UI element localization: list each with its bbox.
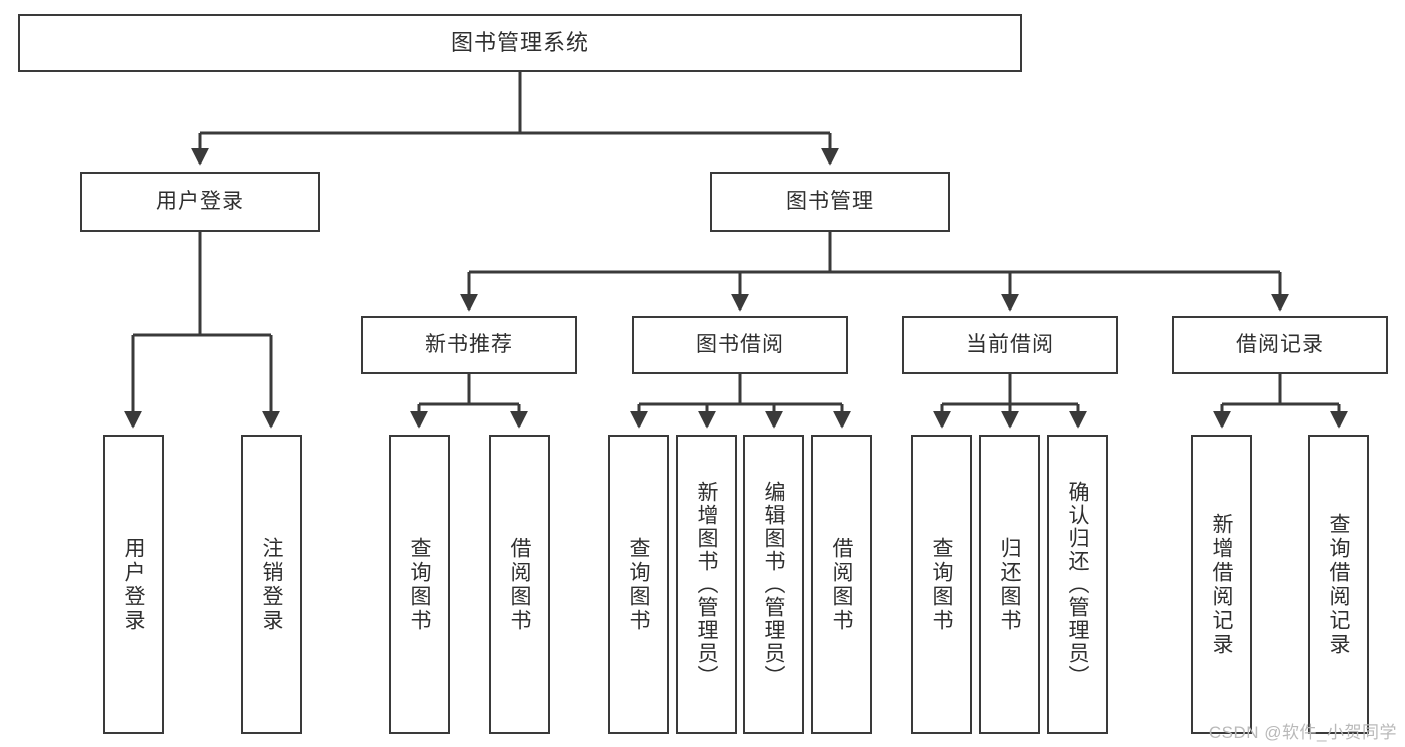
leaf-query-book-borrow[interactable]: 查询图书 — [608, 435, 669, 734]
node-label: 用户登录 — [156, 189, 244, 213]
node-label: 借阅图书 — [830, 536, 853, 633]
node-label: 借阅记录 — [1236, 332, 1324, 356]
node-label: 编辑图书（管理员） — [762, 481, 785, 688]
node-borrow-record[interactable]: 借阅记录 — [1172, 316, 1388, 374]
node-label: 图书借阅 — [696, 332, 784, 356]
node-label: 查询图书 — [627, 536, 650, 633]
node-label: 查询图书 — [408, 536, 431, 633]
leaf-query-borrow-record[interactable]: 查询借阅记录 — [1308, 435, 1369, 734]
leaf-add-borrow-record[interactable]: 新增借阅记录 — [1191, 435, 1252, 734]
node-user-login[interactable]: 用户登录 — [80, 172, 320, 232]
leaf-add-book-admin[interactable]: 新增图书（管理员） — [676, 435, 737, 734]
leaf-query-book-recommend[interactable]: 查询图书 — [389, 435, 450, 734]
node-label: 新增图书（管理员） — [695, 481, 718, 688]
leaf-borrow-book-recommend[interactable]: 借阅图书 — [489, 435, 550, 734]
node-label: 确认归还（管理员） — [1066, 481, 1089, 688]
node-new-book-recommend[interactable]: 新书推荐 — [361, 316, 577, 374]
node-label: 新书推荐 — [425, 332, 513, 356]
node-book-borrow[interactable]: 图书借阅 — [632, 316, 848, 374]
leaf-return-book[interactable]: 归还图书 — [979, 435, 1040, 734]
node-label: 借阅图书 — [508, 536, 531, 633]
leaf-user-login[interactable]: 用户登录 — [103, 435, 164, 734]
leaf-logout-login[interactable]: 注销登录 — [241, 435, 302, 734]
node-label: 注销登录 — [260, 536, 283, 633]
node-label: 图书管理 — [786, 189, 874, 213]
node-label: 归还图书 — [998, 536, 1021, 633]
leaf-edit-book-admin[interactable]: 编辑图书（管理员） — [743, 435, 804, 734]
node-root-book-management-system[interactable]: 图书管理系统 — [18, 14, 1022, 72]
leaf-borrow-book-borrow[interactable]: 借阅图书 — [811, 435, 872, 734]
node-current-borrow[interactable]: 当前借阅 — [902, 316, 1118, 374]
node-label: 当前借阅 — [966, 332, 1054, 356]
node-label: 查询图书 — [930, 536, 953, 633]
watermark-text: CSDN @软件_小贺同学 — [1208, 723, 1397, 742]
node-label: 图书管理系统 — [450, 30, 589, 56]
node-label: 用户登录 — [122, 536, 145, 633]
node-book-management[interactable]: 图书管理 — [710, 172, 950, 232]
node-label: 新增借阅记录 — [1210, 512, 1233, 657]
leaf-query-book-current[interactable]: 查询图书 — [911, 435, 972, 734]
leaf-confirm-return-admin[interactable]: 确认归还（管理员） — [1047, 435, 1108, 734]
node-label: 查询借阅记录 — [1327, 512, 1350, 657]
